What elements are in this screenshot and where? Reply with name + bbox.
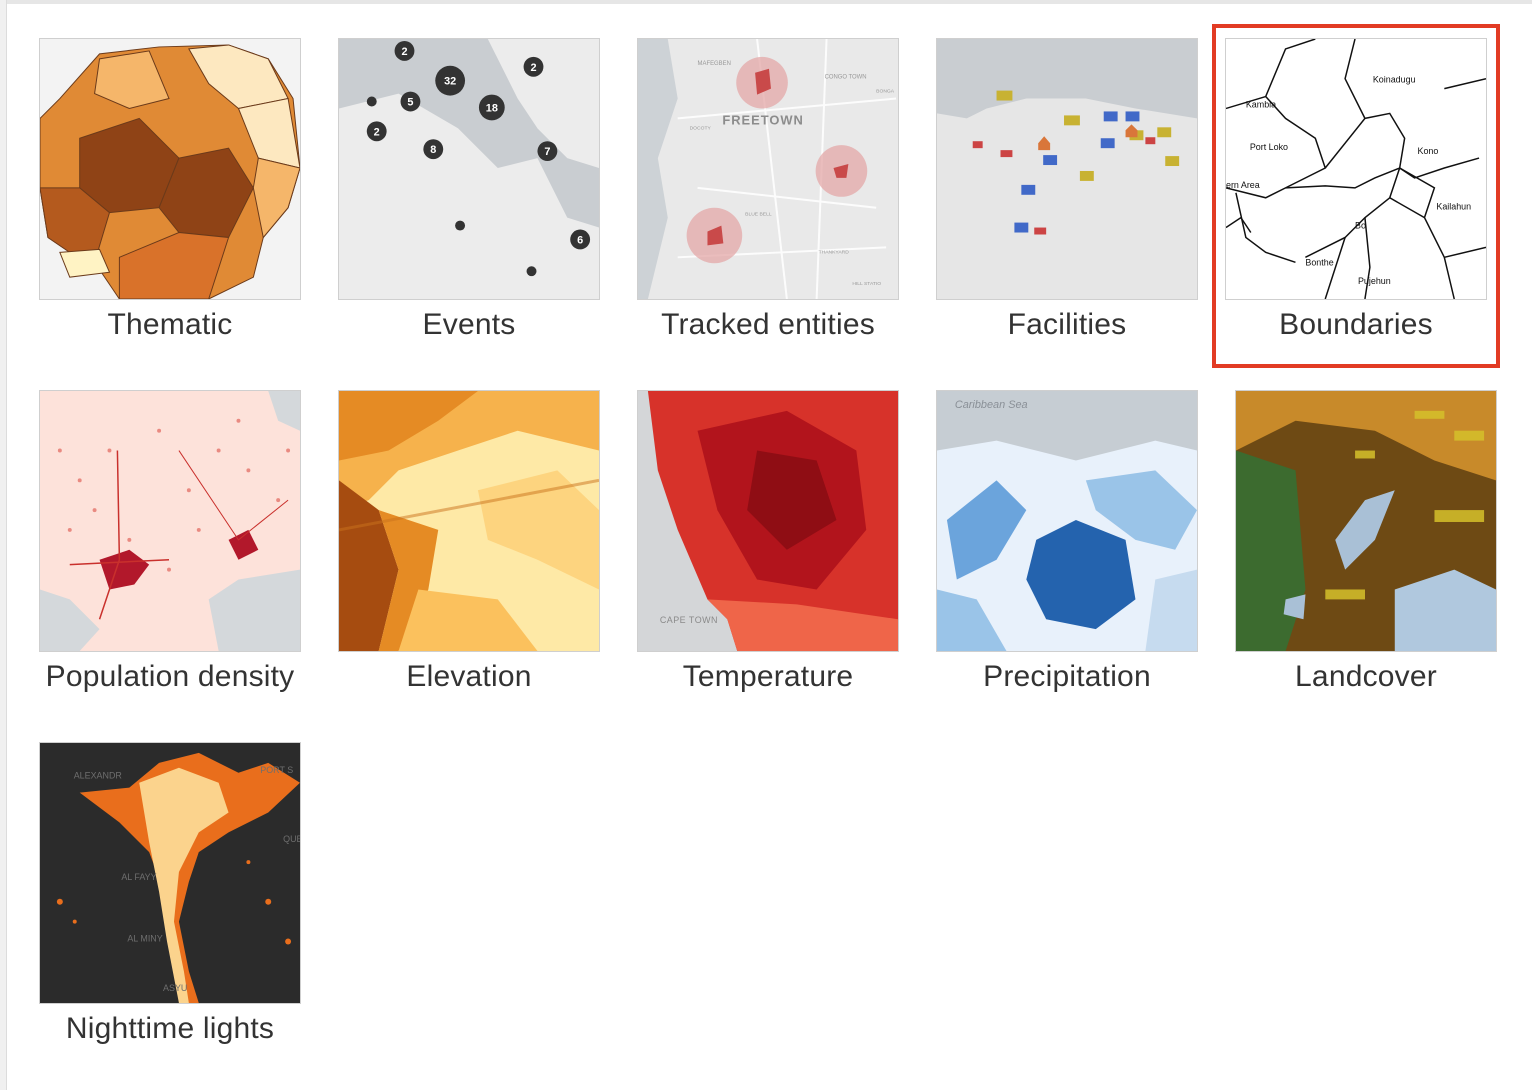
region-name: Kono: [1418, 146, 1439, 156]
place-name: HILL STATIO: [852, 281, 881, 287]
region-name: Pujehun: [1358, 276, 1391, 286]
region-name: Kambia: [1246, 99, 1276, 109]
place-name: MAFEGBEN: [698, 61, 731, 67]
place-name: QUE: [283, 834, 300, 844]
place-name: FREETOWN: [722, 112, 803, 127]
layer-card-facilities[interactable]: Facilities: [927, 28, 1207, 364]
place-name: AL FAYY: [121, 872, 156, 882]
layer-label: Thematic: [107, 308, 233, 341]
region-name: Bonthe: [1305, 257, 1333, 267]
cluster-count: 6: [577, 234, 583, 246]
place-name: ALEXANDR: [74, 771, 123, 781]
place-name: DOCOTY: [690, 125, 712, 131]
cluster-count: 2: [530, 62, 536, 74]
cluster-count: 7: [544, 146, 550, 158]
layer-label: Boundaries: [1279, 308, 1433, 341]
layer-card-nighttime-lights[interactable]: ALEXANDR PORT S AL FAYY AL MINY ASYU QUE…: [30, 732, 310, 1068]
tracked-entities-map-thumbnail: MAFEGBEN CONGO TOWN BONGA FREETOWN DOCOT…: [637, 38, 899, 300]
layer-label: Precipitation: [983, 660, 1151, 693]
layer-card-landcover[interactable]: Landcover: [1226, 380, 1506, 716]
cluster-count: 5: [407, 96, 413, 108]
layer-label: Tracked entities: [661, 308, 875, 341]
dialog-left-edge: [0, 0, 7, 1090]
layer-card-boundaries[interactable]: Koinadugu Kambia Port Loko Kono ern Area…: [1212, 24, 1500, 368]
boundaries-map-thumbnail: Koinadugu Kambia Port Loko Kono ern Area…: [1225, 38, 1487, 300]
layer-card-temperature[interactable]: CAPE TOWN Temperature: [628, 380, 908, 716]
thematic-map-thumbnail: [39, 38, 301, 300]
elevation-map-thumbnail: [338, 390, 600, 652]
place-name: Caribbean Sea: [955, 399, 1028, 411]
cluster-count: 8: [430, 144, 436, 156]
precipitation-map-thumbnail: Caribbean Sea: [936, 390, 1198, 652]
region-name: Koinadugu: [1373, 75, 1416, 85]
layer-card-population-density[interactable]: Population density: [30, 380, 310, 716]
layer-label: Facilities: [1007, 308, 1127, 341]
layer-label: Population density: [45, 660, 295, 693]
region-name: Bo: [1355, 221, 1366, 231]
layer-label: Nighttime lights: [65, 1012, 275, 1045]
layer-type-grid: Thematic 2 32 2 5 18 2 8 7 6 Events: [30, 24, 1525, 1084]
region-name: Port Loko: [1250, 142, 1288, 152]
layer-label: Landcover: [1295, 660, 1437, 693]
events-map-thumbnail: 2 32 2 5 18 2 8 7 6: [338, 38, 600, 300]
cluster-count: 32: [444, 76, 456, 88]
dialog-top-edge: [0, 0, 1532, 4]
cluster-count: 2: [401, 46, 407, 58]
layer-label: Events: [422, 308, 516, 341]
temperature-map-thumbnail: CAPE TOWN: [637, 390, 899, 652]
place-name: BONGA: [876, 89, 895, 95]
region-name: ern Area: [1226, 180, 1260, 190]
place-name: AL MINY: [127, 933, 162, 943]
layer-card-tracked-entities[interactable]: MAFEGBEN CONGO TOWN BONGA FREETOWN DOCOT…: [628, 28, 908, 364]
facilities-map-thumbnail: [936, 38, 1198, 300]
place-name: CAPE TOWN: [660, 615, 718, 625]
population-density-map-thumbnail: [39, 390, 301, 652]
layer-card-elevation[interactable]: Elevation: [329, 380, 609, 716]
layer-label: Temperature: [682, 660, 854, 693]
layer-card-thematic[interactable]: Thematic: [30, 28, 310, 364]
layer-card-events[interactable]: 2 32 2 5 18 2 8 7 6 Events: [329, 28, 609, 364]
landcover-map-thumbnail: [1235, 390, 1497, 652]
place-name: ASYU: [163, 983, 187, 993]
place-name: THANKYARD: [819, 249, 850, 255]
place-name: BLUE BELL: [745, 212, 772, 218]
place-name: PORT S: [260, 765, 293, 775]
layer-label: Elevation: [406, 660, 532, 693]
layer-card-precipitation[interactable]: Caribbean Sea Precipitation: [927, 380, 1207, 716]
cluster-count: 18: [486, 102, 498, 114]
place-name: CONGO TOWN: [825, 75, 867, 81]
cluster-count: 2: [374, 126, 380, 138]
nighttime-lights-map-thumbnail: ALEXANDR PORT S AL FAYY AL MINY ASYU QUE: [39, 742, 301, 1004]
region-name: Kailahun: [1436, 202, 1471, 212]
